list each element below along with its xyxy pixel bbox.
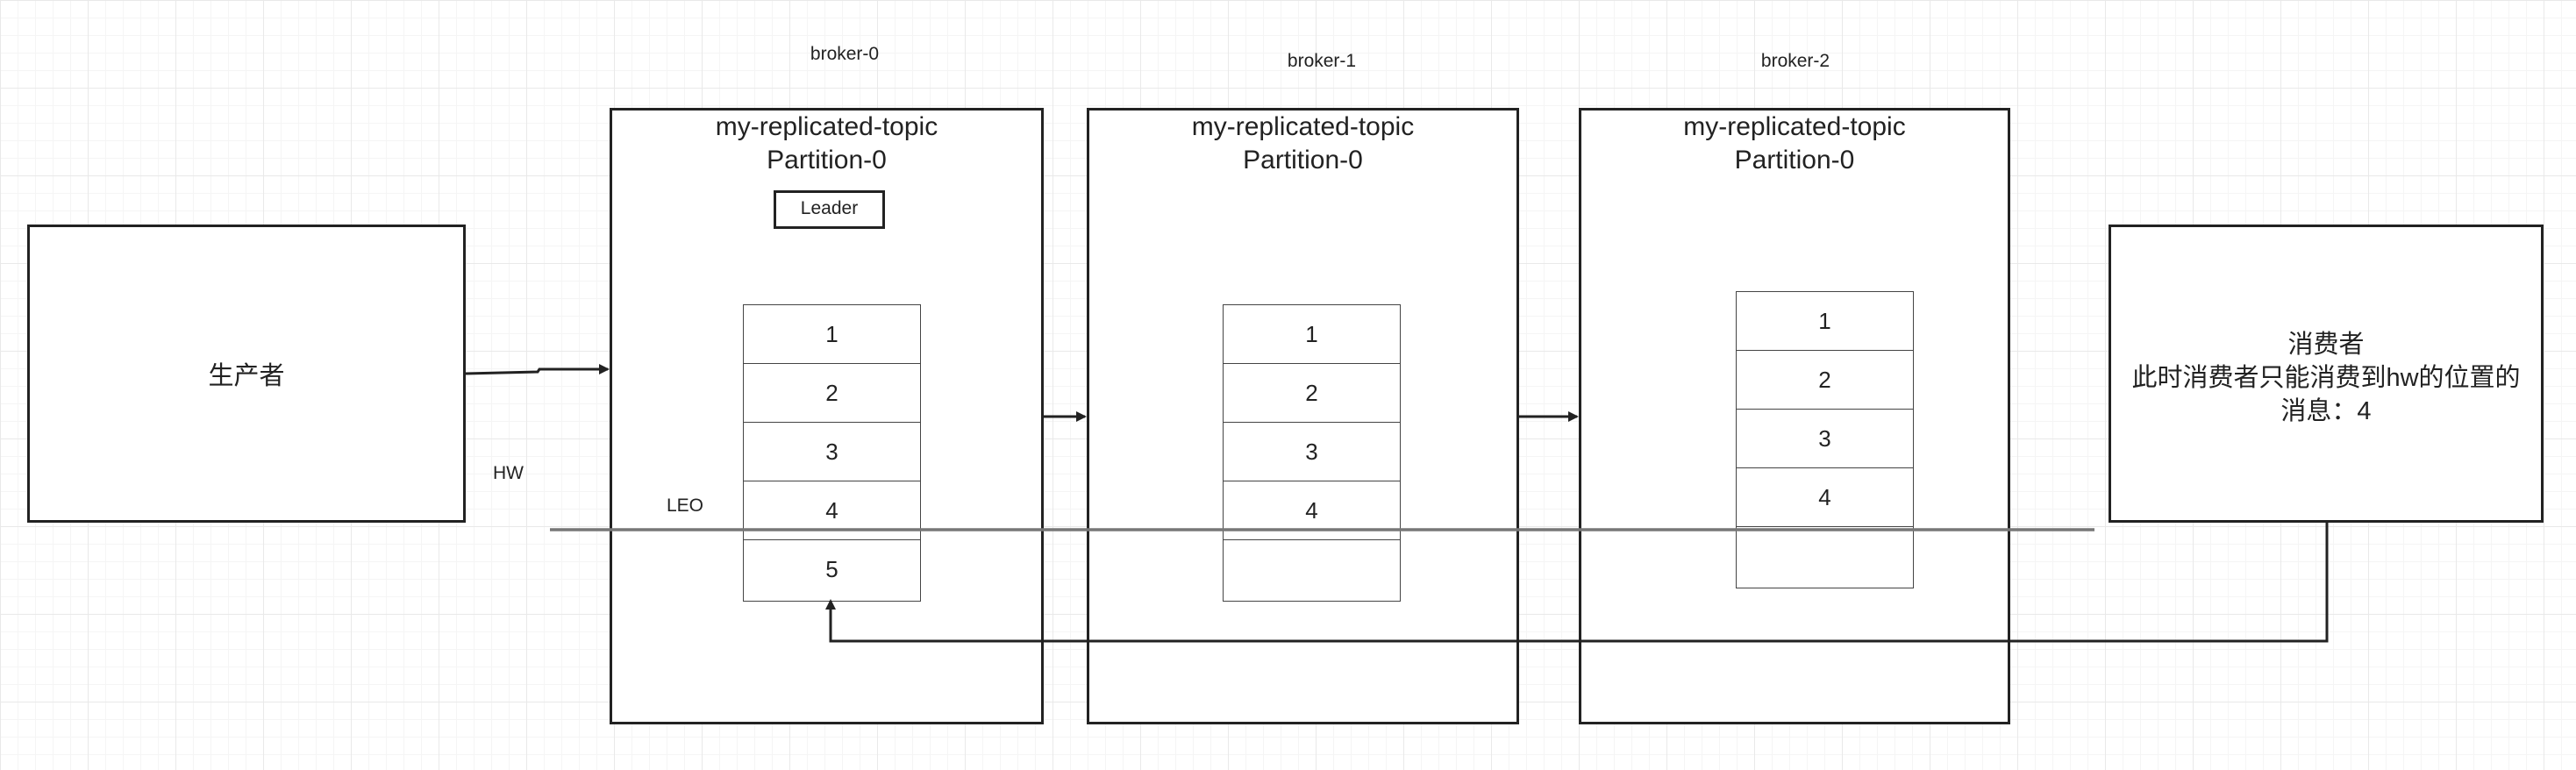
broker-1-box[interactable]: my-replicated-topic Partition-0 1 2 3 4 [1087, 108, 1519, 724]
log-cell: 1 [1224, 305, 1400, 364]
broker-2-log-stack: 1 2 3 4 [1736, 291, 1914, 588]
log-cell: 3 [1737, 410, 1913, 468]
log-cell: 2 [1737, 351, 1913, 410]
broker-0-box[interactable]: my-replicated-topic Partition-0 Leader 1… [610, 108, 1044, 724]
consumer-box[interactable]: 消费者 此时消费者只能消费到hw的位置的 消息：4 [2109, 225, 2544, 523]
broker-0-log-stack: 1 2 3 4 5 [743, 304, 921, 602]
log-cell: 4 [1737, 468, 1913, 527]
broker-0-partition: Partition-0 [767, 146, 887, 175]
leader-tag: Leader [774, 190, 885, 229]
consumer-line-3: 消息：4 [2280, 397, 2372, 425]
consumer-line-2: 此时消费者只能消费到hw的位置的 [2131, 364, 2521, 392]
log-cell: 2 [1224, 364, 1400, 423]
broker-1-partition: Partition-0 [1243, 146, 1363, 175]
producer-label: 生产者 [208, 362, 285, 390]
producer-box[interactable]: 生产者 [27, 225, 466, 523]
consumer-line-1: 消费者 [2287, 331, 2365, 359]
broker-0-topic: my-replicated-topic [715, 112, 938, 141]
broker-1-label: broker-1 [1287, 51, 1357, 71]
broker-2-partition: Partition-0 [1734, 146, 1855, 175]
log-cell: 4 [744, 481, 920, 540]
log-cell: 3 [1224, 423, 1400, 481]
leo-label: LEO [667, 496, 704, 516]
log-cell: 2 [744, 364, 920, 423]
log-cell: 5 [825, 556, 838, 582]
log-cell [1737, 527, 1913, 586]
broker-1-topic: my-replicated-topic [1191, 112, 1415, 141]
producer-to-broker-0-arrow [465, 364, 610, 375]
broker-2-topic: my-replicated-topic [1683, 112, 1906, 141]
broker-1-log-stack: 1 2 3 4 [1223, 304, 1401, 602]
log-cell: 3 [744, 423, 920, 481]
broker-2-box[interactable]: my-replicated-topic Partition-0 1 2 3 4 [1579, 108, 2010, 724]
log-cell [1224, 540, 1400, 599]
log-cell: 1 [1737, 292, 1913, 351]
log-cell: 1 [744, 305, 920, 364]
broker-2-label: broker-2 [1760, 51, 1830, 71]
hw-label: HW [493, 463, 524, 483]
broker-0-label: broker-0 [810, 44, 880, 64]
log-cell: 4 [1224, 481, 1400, 540]
